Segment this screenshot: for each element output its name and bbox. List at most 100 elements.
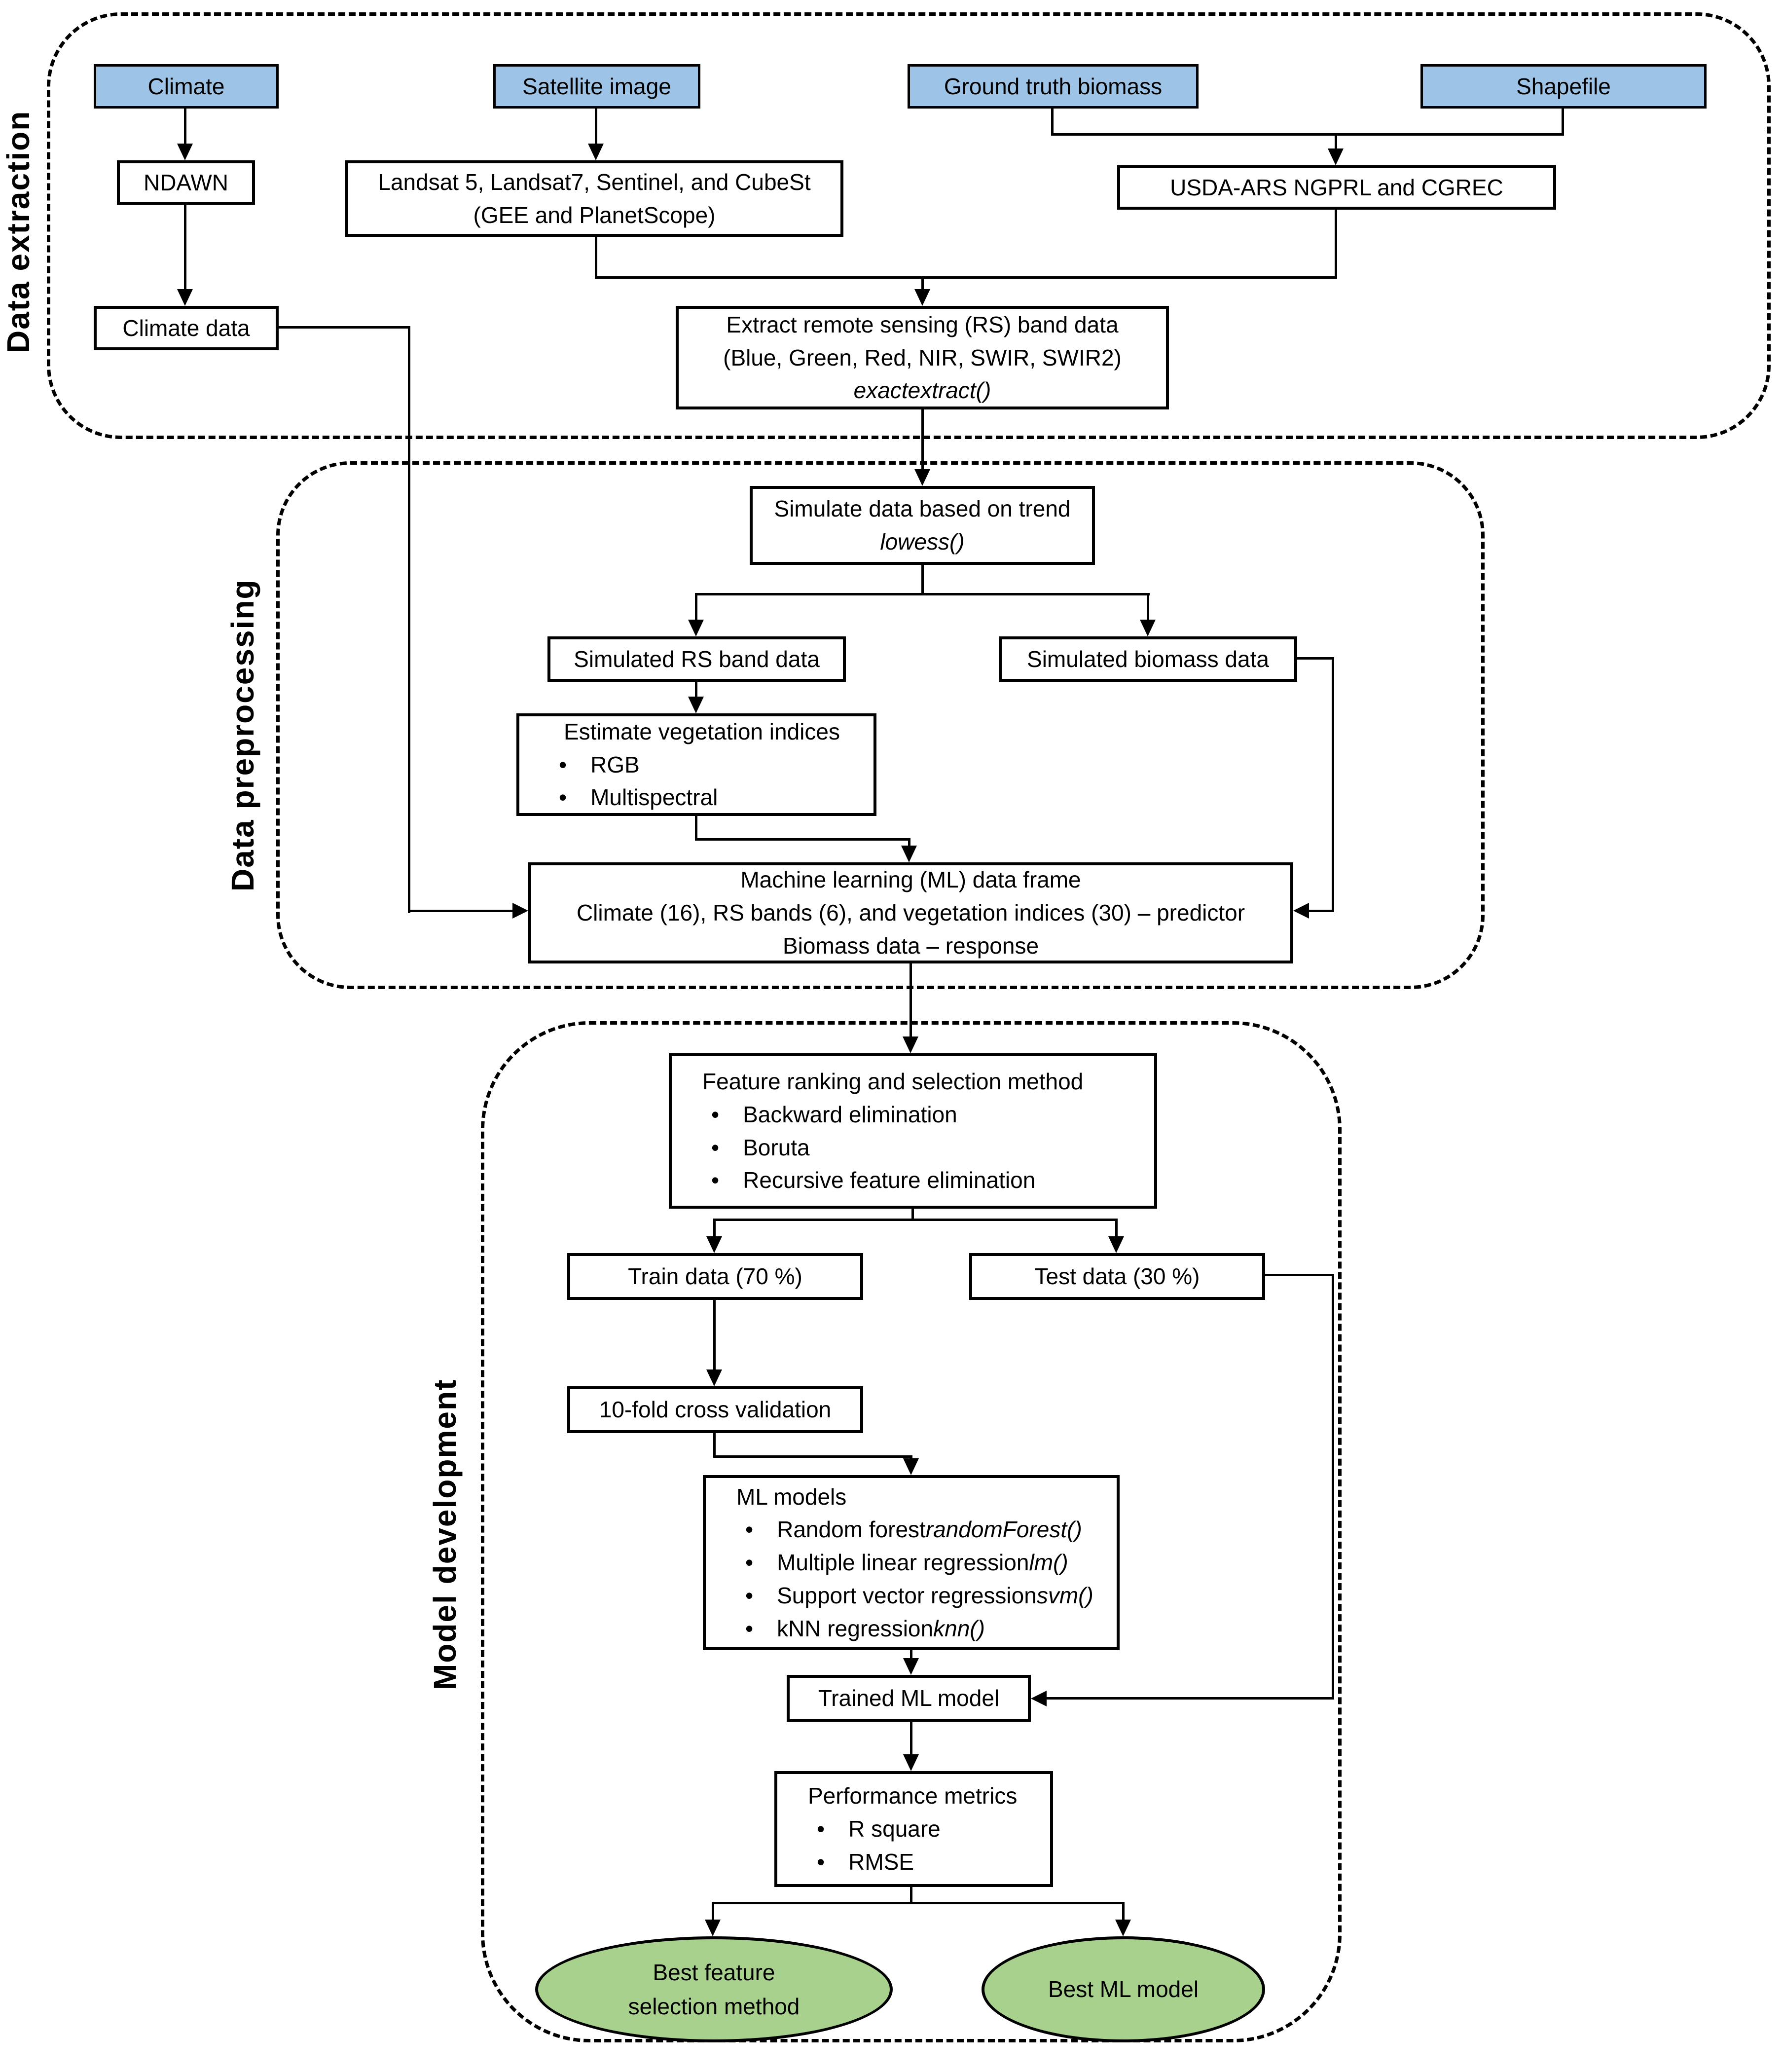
node-estimate-vegetation-indices: Estimate vegetation indices RGB Multispe…: [516, 713, 876, 816]
node-test-data: Test data (30 %): [969, 1253, 1265, 1300]
flow-line: [713, 1455, 911, 1458]
node-usda-sites-label: USDA-ARS NGPRL and CGREC: [1170, 174, 1503, 200]
arrowhead-down: [588, 144, 604, 160]
flow-line: [184, 205, 186, 290]
node-trained-ml-model-label: Trained ML model: [818, 1685, 1000, 1711]
arrowhead-down: [903, 1754, 919, 1771]
flow-line: [713, 1433, 716, 1458]
flow-line: [910, 1722, 912, 1755]
ml-models-bullet-text: Multiple linear regression: [777, 1550, 1029, 1576]
flow-line: [1115, 1221, 1118, 1236]
arrowhead-down: [903, 1036, 918, 1053]
arrowhead-down: [1328, 148, 1344, 165]
flow-line: [1265, 1274, 1334, 1276]
flow-line: [910, 1455, 912, 1460]
flow-line: [695, 816, 697, 841]
flow-line: [908, 838, 910, 847]
feature-ranking-bullet: Boruta: [691, 1131, 1134, 1164]
node-cross-validation-label: 10-fold cross validation: [599, 1397, 832, 1423]
node-best-ml-model-label: Best ML model: [1048, 1976, 1199, 2002]
node-satellite-sources: Landsat 5, Landsat7, Sentinel, and CubeS…: [345, 160, 843, 237]
flow-line: [713, 1300, 716, 1369]
ml-frame-line3: Biomass data – response: [782, 932, 1039, 959]
performance-bullet: R square: [797, 1813, 1030, 1846]
node-ground-truth-biomass-label: Ground truth biomass: [944, 73, 1163, 99]
node-ndawn-label: NDAWN: [143, 169, 229, 195]
node-feature-ranking: Feature ranking and selection method Bac…: [669, 1053, 1157, 1209]
feature-ranking-title: Feature ranking and selection method: [702, 1069, 1084, 1095]
satellite-sources-line2: (GEE and PlanetScope): [473, 202, 716, 228]
ml-models-bullet-text: kNN regression: [777, 1615, 934, 1641]
flow-line: [1051, 133, 1564, 136]
flow-line: [713, 1221, 716, 1236]
ml-models-bullet: Multiple linear regression lm(): [726, 1546, 1097, 1579]
flow-line: [1147, 595, 1149, 620]
ml-models-bullet-text: Random forest: [777, 1517, 926, 1543]
flow-line: [921, 279, 924, 291]
arrowhead-down: [1115, 1920, 1131, 1936]
node-ml-data-frame: Machine learning (ML) data frame Climate…: [528, 862, 1293, 963]
ml-models-bullet-text: Support vector regression: [777, 1582, 1037, 1608]
flow-line: [712, 1904, 714, 1920]
arrowhead-down: [901, 846, 917, 862]
node-usda-sites: USDA-ARS NGPRL and CGREC: [1117, 165, 1556, 210]
flow-line: [1047, 1697, 1334, 1700]
arrowhead-down: [706, 1236, 722, 1253]
node-shapefile-label: Shapefile: [1516, 73, 1611, 99]
ml-models-title: ML models: [736, 1483, 847, 1510]
arrowhead-right: [512, 903, 528, 919]
flow-line: [1309, 910, 1334, 912]
feature-ranking-bullet: Backward elimination: [691, 1098, 1134, 1131]
node-performance-metrics: Performance metrics R square RMSE: [774, 1771, 1053, 1887]
flow-line: [1051, 109, 1054, 136]
flow-line: [1335, 136, 1337, 150]
veg-indices-bullet: Multispectral: [539, 781, 854, 814]
node-climate: Climate: [94, 64, 279, 109]
flow-line: [695, 593, 1150, 595]
simulated-rs-label: Simulated RS band data: [574, 646, 820, 672]
best-feature-line1: Best feature: [653, 1959, 775, 1985]
node-cross-validation: 10-fold cross validation: [567, 1386, 863, 1433]
arrowhead-down: [688, 620, 704, 636]
veg-indices-title: Estimate vegetation indices: [564, 718, 840, 744]
label-data-extraction: Data extraction: [0, 110, 36, 354]
node-train-data-label: Train data (70 %): [628, 1263, 802, 1290]
flow-line: [713, 1219, 1118, 1221]
arrowhead-down: [177, 144, 193, 160]
section-data-preprocessing: [276, 461, 1485, 989]
flow-line: [408, 910, 512, 912]
node-shapefile: Shapefile: [1420, 64, 1707, 109]
node-best-feature-selection-method: Best feature selection method: [535, 1936, 893, 2042]
section-data-extraction: [47, 12, 1771, 439]
ml-models-bullet-func: lm(): [1029, 1550, 1068, 1576]
node-simulated-biomass-data: Simulated biomass data: [999, 636, 1297, 682]
label-data-preprocessing: Data preprocessing: [225, 579, 260, 891]
arrowhead-down: [705, 1920, 721, 1936]
flow-line: [911, 1209, 914, 1221]
simulate-function: lowess(): [880, 529, 965, 555]
flow-line: [910, 1887, 912, 1904]
ml-models-bullet-func: knn(): [933, 1615, 985, 1641]
extract-rs-line1: Extract remote sensing (RS) band data: [726, 311, 1119, 337]
node-climate-label: Climate: [147, 73, 225, 99]
arrowhead-down: [1140, 620, 1156, 636]
arrowhead-down: [1108, 1236, 1124, 1253]
feature-ranking-bullet: Recursive feature elimination: [691, 1164, 1134, 1197]
node-simulated-rs-band-data: Simulated RS band data: [547, 636, 846, 682]
flow-line: [595, 276, 1337, 279]
flow-line: [279, 326, 409, 329]
ml-frame-line2: Climate (16), RS bands (6), and vegetati…: [576, 900, 1245, 926]
flow-line: [695, 595, 697, 620]
flow-line: [695, 682, 697, 698]
node-ndawn: NDAWN: [117, 160, 255, 205]
node-trained-ml-model: Trained ML model: [787, 1675, 1031, 1722]
extract-rs-line2: (Blue, Green, Red, NIR, SWIR, SWIR2): [723, 344, 1122, 370]
node-climate-data: Climate data: [94, 306, 279, 350]
flow-line: [1335, 210, 1337, 279]
flow-line: [1332, 657, 1334, 912]
node-extract-rs-bands: Extract remote sensing (RS) band data (B…: [676, 306, 1169, 409]
performance-title: Performance metrics: [808, 1783, 1018, 1809]
node-ground-truth-biomass: Ground truth biomass: [908, 64, 1199, 109]
node-simulate-data: Simulate data based on trend lowess(): [750, 486, 1095, 565]
